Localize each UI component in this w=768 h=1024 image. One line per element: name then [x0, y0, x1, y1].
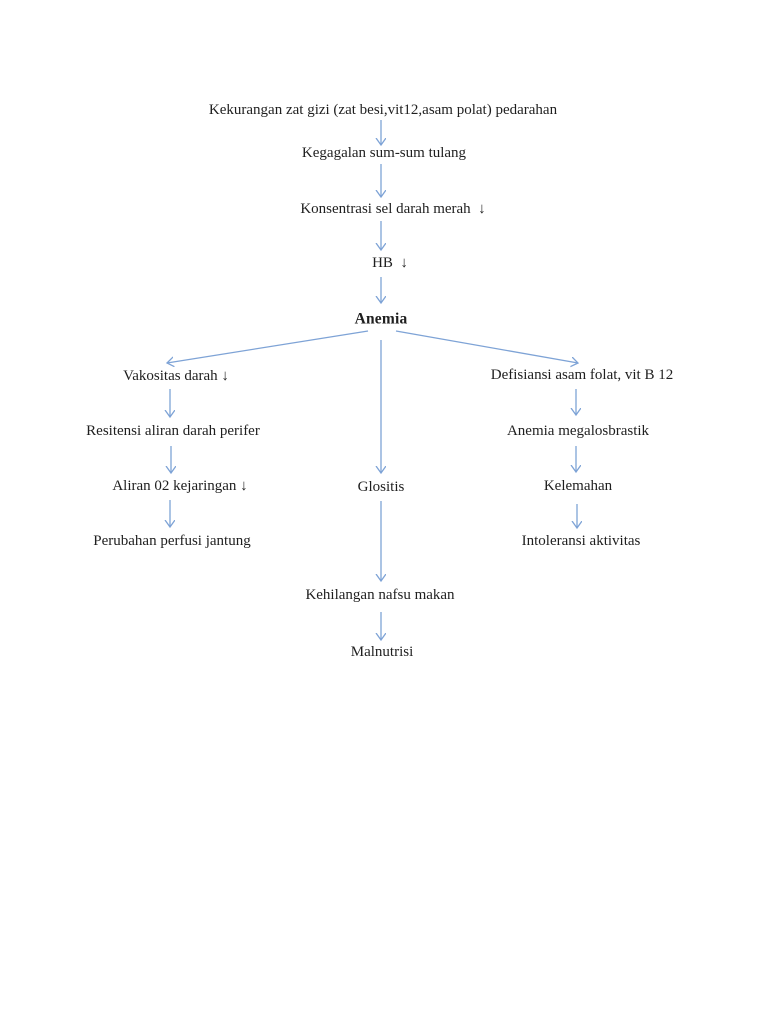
- flow-node-malnutrisi: Malnutrisi: [350, 644, 414, 660]
- flow-node-konsentrasi: Konsentrasi sel darah merah ↓: [300, 201, 486, 217]
- flow-node-perubahan: Perubahan perfusi jantung: [93, 533, 251, 549]
- flow-node-kegagalan: Kegagalan sum-sum tulang: [301, 145, 467, 161]
- flow-node-kekurangan: Kekurangan zat gizi (zat besi,vit12,asam…: [208, 102, 558, 118]
- flow-node-hb: HB ↓: [372, 255, 408, 271]
- flow-node-megalosbrastik: Anemia megalosbrastik: [506, 423, 650, 439]
- flow-node-vakositas: Vakositas darah ↓: [123, 368, 229, 384]
- flow-arrow-anemia-vakositas: [167, 330, 369, 363]
- flow-node-kelemahan: Kelemahan: [543, 478, 613, 494]
- flow-node-anemia: Anemia: [354, 310, 408, 328]
- flow-node-defisiansi: Defisiansi asam folat, vit B 12: [490, 367, 674, 383]
- flow-node-kehilangan: Kehilangan nafsu makan: [305, 587, 455, 603]
- flow-node-resitensi: Resitensi aliran darah perifer: [86, 423, 260, 439]
- flow-node-intoleransi: Intoleransi aktivitas: [521, 533, 641, 549]
- flow-node-aliran-o2: Aliran 02 kejaringan ↓: [112, 478, 248, 494]
- flow-arrow-anemia-defisiansi: [395, 330, 578, 363]
- flow-node-glositis: Glositis: [357, 479, 405, 495]
